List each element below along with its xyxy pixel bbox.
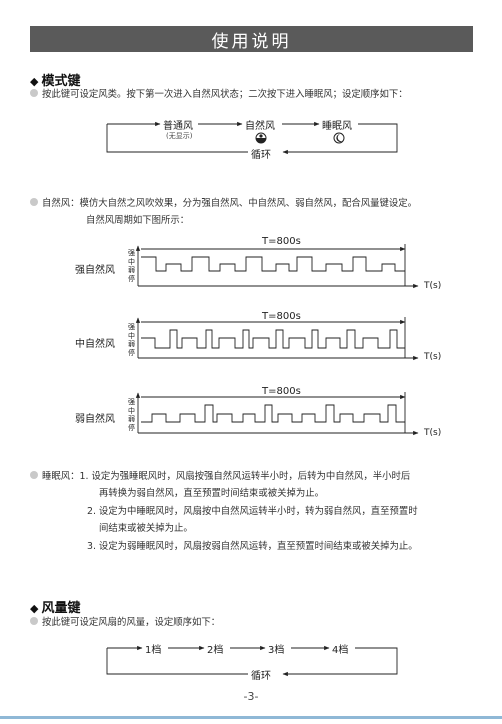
- speed-heading: ◆风量键: [30, 597, 80, 616]
- sleep-item-3: 3. 设定为弱睡眠风时，风扇按弱自然风运转，直至预置时间结束或被关掉为止。: [87, 541, 418, 552]
- wave-weak-line: [141, 404, 405, 423]
- sleep-label: 睡眠风：: [42, 471, 80, 482]
- wave-medium-label: 中自然风: [75, 339, 115, 350]
- speed-intro: 按此键可设定风扇的风量，设定顺序如下：: [30, 616, 220, 630]
- bullet-icon: [30, 89, 38, 97]
- diamond-icon: ◆: [30, 75, 39, 88]
- wave-strong-levels: 强 中 弱 停: [127, 249, 136, 283]
- level-strong: 强: [128, 398, 135, 406]
- level-weak: 弱: [128, 415, 135, 423]
- wave-strong-axis: T(s): [424, 281, 442, 291]
- wave-weak-period: T=800s: [262, 386, 301, 397]
- wave-weak-levels: 强 中 弱 停: [127, 398, 136, 432]
- bottom-rule: [0, 716, 502, 719]
- mode-heading: ◆模式键: [30, 70, 80, 89]
- speed-flow-diagram: [106, 645, 398, 677]
- wave-medium-levels: 强 中 弱 停: [127, 323, 136, 357]
- natural-line1-text: 模仿大自然之风吹效果，分为强自然风、中自然风、弱自然风，配合风量键设定。: [79, 198, 418, 209]
- wave-strong-line: [141, 256, 405, 272]
- speed-cycle: 循环: [251, 671, 271, 682]
- wave-medium-line: [141, 329, 405, 349]
- wave-medium-chart: [135, 317, 419, 361]
- mode-flow-diagram: [106, 121, 398, 155]
- speed-step-4: 4档: [332, 645, 349, 656]
- natural-line2: 自然风周期如下图所示：: [86, 215, 190, 226]
- wave-strong-label: 强自然风: [75, 265, 115, 276]
- level-stop: 停: [128, 274, 135, 283]
- sleep-item-1-cont: 再转换为弱自然风，直至预置时间结束或被关掉为止。: [99, 488, 325, 499]
- diamond-icon: ◆: [30, 602, 39, 615]
- flow-normal-note: (无显示): [166, 132, 193, 140]
- page-number: -3-: [243, 690, 259, 703]
- flow-cycle: 循环: [251, 150, 271, 161]
- wave-strong-chart: [135, 244, 419, 289]
- speed-intro-text: 按此键可设定风扇的风量，设定顺序如下：: [42, 617, 221, 628]
- level-weak: 弱: [128, 340, 135, 348]
- mode-intro: 按此键可设定风类。按下第一次进入自然风状态；二次按下进入睡眠风；设定顺序如下：: [30, 88, 408, 102]
- level-strong: 强: [128, 249, 135, 257]
- mode-heading-text: 模式键: [41, 74, 81, 89]
- bullet-icon: [30, 471, 38, 479]
- speed-return-left: [106, 648, 248, 675]
- bullet-icon: [30, 198, 38, 206]
- flow-sleep: 睡眠风: [322, 121, 352, 132]
- bullet-icon: [30, 617, 38, 625]
- flow-return-left: [106, 124, 248, 153]
- page-title: 使用说明: [30, 26, 473, 52]
- wave-medium-period: T=800s: [262, 311, 301, 322]
- natural-line1: 自然风：模仿大自然之风吹效果，分为强自然风、中自然风、弱自然风，配合风量键设定。: [30, 197, 417, 211]
- flow-return-right: [282, 123, 398, 155]
- level-medium: 中: [128, 331, 135, 340]
- speed-step-2: 2档: [207, 645, 224, 656]
- speed-return-right: [282, 647, 398, 677]
- speed-step-1: 1档: [145, 645, 162, 656]
- level-stop: 停: [128, 348, 135, 357]
- speed-heading-text: 风量键: [41, 601, 81, 616]
- wave-weak-axis: T(s): [424, 428, 442, 438]
- sleep-item-1-text: 1. 设定为强睡眠风时，风扇按强自然风运转半小时，后转为中自然风，半小时后: [79, 471, 411, 482]
- sleep-moon-icon: [333, 132, 345, 144]
- speed-step-3: 3档: [268, 645, 285, 656]
- wave-weak-label: 弱自然风: [75, 414, 115, 425]
- wave-strong-period: T=800s: [262, 236, 301, 247]
- level-strong: 强: [128, 323, 135, 331]
- level-medium: 中: [128, 257, 135, 266]
- flow-natural: 自然风: [245, 121, 275, 132]
- natural-wind-icon: [255, 132, 267, 144]
- sleep-item-1: 睡眠风：1. 设定为强睡眠风时，风扇按强自然风运转半小时，后转为中自然风，半小时…: [30, 470, 410, 484]
- wave-weak-chart: [135, 392, 419, 436]
- level-weak: 弱: [128, 266, 135, 274]
- level-stop: 停: [128, 423, 135, 432]
- natural-label: 自然风：: [42, 198, 80, 209]
- flow-normal: 普通风: [163, 121, 193, 132]
- mode-intro-text: 按此键可设定风类。按下第一次进入自然风状态；二次按下进入睡眠风；设定顺序如下：: [42, 89, 408, 100]
- sleep-item-2: 2. 设定为中睡眠风时，风扇按中自然风运转半小时，转为弱自然风，直至预置时: [87, 506, 418, 517]
- sleep-item-2-cont: 间结束或被关掉为止。: [99, 523, 193, 534]
- wave-medium-axis: T(s): [424, 352, 442, 362]
- level-medium: 中: [128, 406, 135, 415]
